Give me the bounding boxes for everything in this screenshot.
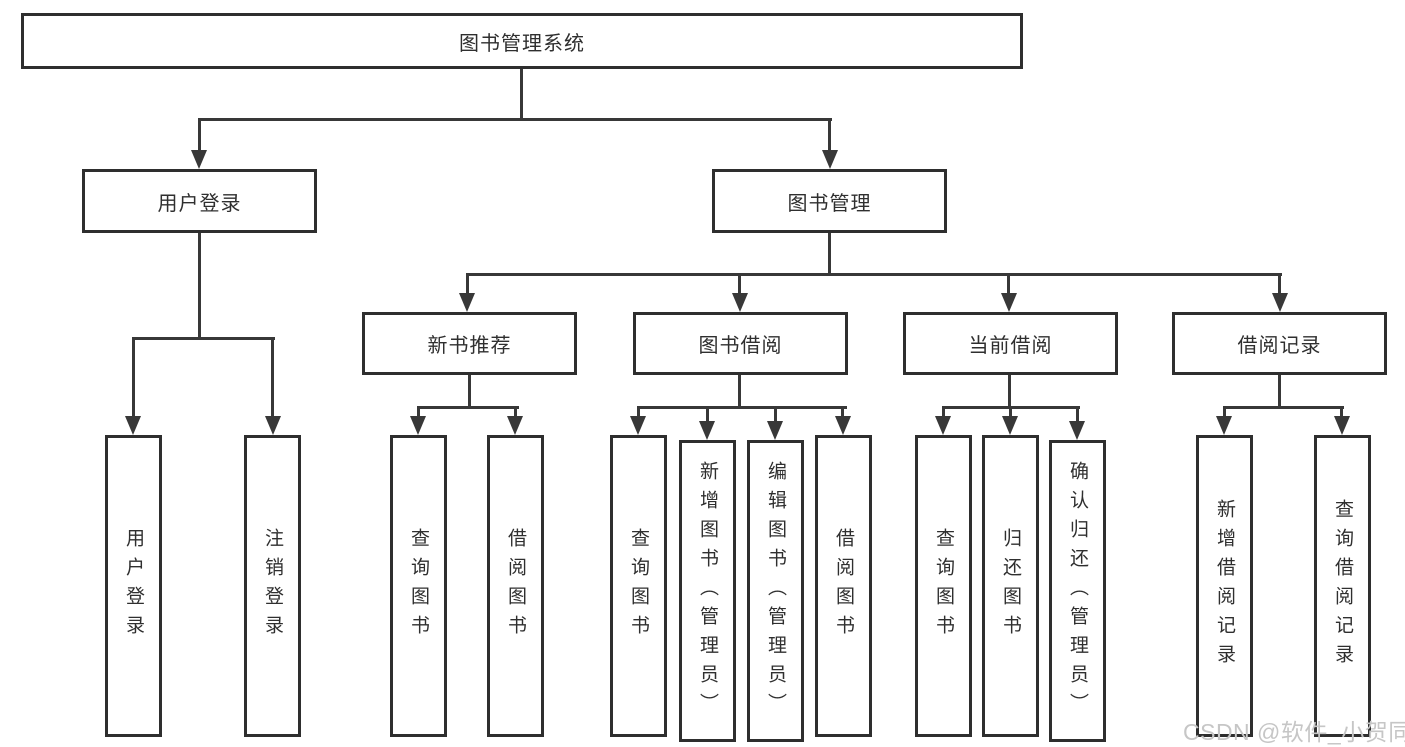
leaf-query-books-borrow: 查询图书 <box>610 435 667 737</box>
arrow-down-icon <box>1272 293 1288 312</box>
arrow-down-icon <box>191 150 207 169</box>
leaf-return-books: 归还图书 <box>982 435 1039 737</box>
connector-line <box>271 337 274 418</box>
connector-line <box>417 406 420 420</box>
arrow-down-icon <box>1001 293 1017 312</box>
connector-line <box>1007 273 1010 297</box>
arrow-down-icon <box>125 416 141 435</box>
connector-line <box>198 233 201 340</box>
connector-line <box>198 118 832 121</box>
connector-line <box>198 118 201 152</box>
arrow-down-icon <box>1069 421 1085 440</box>
arrow-down-icon <box>1334 416 1350 435</box>
leaf-edit-books-admin: 编辑图书（管理员） <box>747 440 804 742</box>
node-root-system: 图书管理系统 <box>21 13 1023 69</box>
leaf-confirm-return-admin: 确认归还（管理员） <box>1049 440 1106 742</box>
leaf-query-books-current: 查询图书 <box>915 435 972 737</box>
arrow-down-icon <box>935 416 951 435</box>
connector-line <box>942 406 945 420</box>
arrow-down-icon <box>507 416 523 435</box>
connector-line <box>774 406 777 424</box>
arrow-down-icon <box>1216 416 1232 435</box>
connector-line <box>1009 406 1012 420</box>
connector-line <box>468 375 471 409</box>
node-book-management-module: 图书管理 <box>712 169 947 233</box>
arrow-down-icon <box>265 416 281 435</box>
connector-line <box>738 273 741 297</box>
connector-line <box>841 406 844 420</box>
node-user-login-module: 用户登录 <box>82 169 317 233</box>
node-book-borrow: 图书借阅 <box>633 312 848 375</box>
leaf-query-borrow-record: 查询借阅记录 <box>1314 435 1371 737</box>
connector-line <box>1223 406 1226 420</box>
connector-line <box>1340 406 1343 420</box>
arrow-down-icon <box>699 421 715 440</box>
connector-line <box>637 406 847 409</box>
connector-line <box>1278 375 1281 409</box>
connector-line <box>1223 406 1344 409</box>
leaf-logout: 注销登录 <box>244 435 301 737</box>
connector-line <box>738 375 741 409</box>
connector-line <box>520 69 523 118</box>
watermark: CSDN @软件_小贺同学 <box>1183 719 1405 745</box>
connector-line <box>637 406 640 420</box>
connector-line <box>514 406 517 420</box>
leaf-add-books-admin: 新增图书（管理员） <box>679 440 736 742</box>
connector-line <box>417 406 519 409</box>
node-borrow-records: 借阅记录 <box>1172 312 1387 375</box>
connector-line <box>828 233 831 276</box>
node-current-borrow: 当前借阅 <box>903 312 1118 375</box>
connector-line <box>828 118 831 152</box>
connector-line <box>1008 375 1011 409</box>
arrow-down-icon <box>410 416 426 435</box>
leaf-add-borrow-record: 新增借阅记录 <box>1196 435 1253 737</box>
arrow-down-icon <box>459 293 475 312</box>
connector-line <box>132 337 275 340</box>
arrow-down-icon <box>732 293 748 312</box>
leaf-borrow-books: 借阅图书 <box>815 435 872 737</box>
connector-line <box>132 337 135 418</box>
arrow-down-icon <box>835 416 851 435</box>
node-new-book-recommend: 新书推荐 <box>362 312 577 375</box>
leaf-query-books-recommend: 查询图书 <box>390 435 447 737</box>
arrow-down-icon <box>630 416 646 435</box>
connector-line <box>466 273 1282 276</box>
arrow-down-icon <box>822 150 838 169</box>
leaf-user-login: 用户登录 <box>105 435 162 737</box>
leaf-borrow-books-recommend: 借阅图书 <box>487 435 544 737</box>
arrow-down-icon <box>767 421 783 440</box>
connector-line <box>466 273 469 297</box>
connector-line <box>1278 273 1281 297</box>
connector-line <box>1076 406 1079 424</box>
connector-line <box>706 406 709 424</box>
arrow-down-icon <box>1002 416 1018 435</box>
